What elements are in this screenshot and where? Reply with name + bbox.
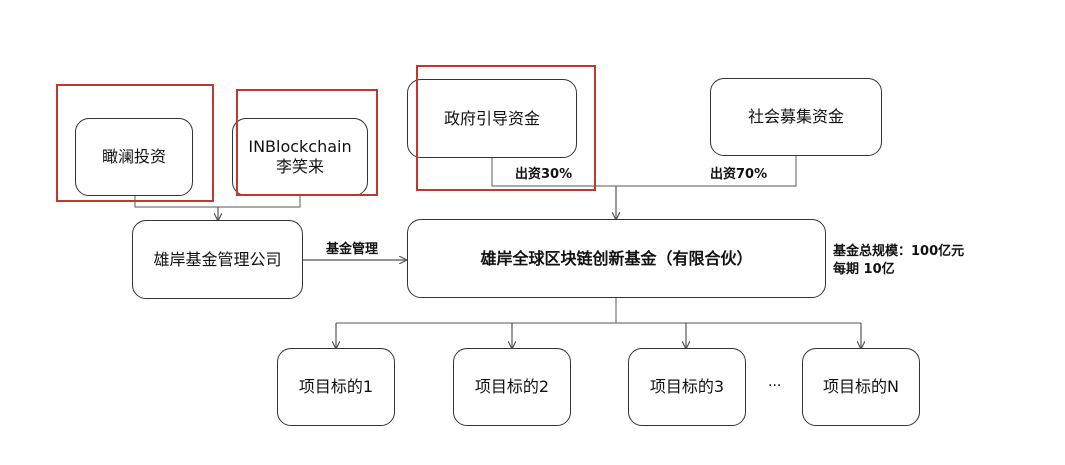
node-inblockchain-name: INBlockchain — [248, 137, 352, 156]
social-share-label: 出资70% — [710, 167, 768, 182]
node-project-2: 项目标的2 — [453, 348, 571, 426]
node-social-fund-label: 社会募集资金 — [747, 107, 844, 126]
node-main-fund-label: 雄岸全球区块链创新基金（有限合伙） — [480, 248, 753, 268]
connector-investors-to-mgmt — [134, 196, 301, 208]
fund-size-label: 基金总规模：100亿元 — [833, 244, 965, 259]
node-inblockchain: INBlockchain 李笑来 — [232, 118, 368, 196]
node-inblockchain-person: 李笑来 — [275, 157, 324, 176]
node-project-n: 项目标的N — [802, 348, 920, 426]
node-project-3: 项目标的3 — [628, 348, 746, 426]
node-gov-guided-fund: 政府引导资金 — [407, 79, 577, 158]
fund-management-label: 基金管理 — [326, 242, 379, 257]
node-gov-fund-label: 政府引导资金 — [443, 108, 540, 128]
node-social-fund: 社会募集资金 — [710, 78, 882, 156]
node-management-company: 雄岸基金管理公司 — [132, 220, 303, 299]
node-project-1: 项目标的1 — [277, 348, 395, 426]
node-kanlan-investment: 瞰澜投资 — [75, 118, 193, 196]
fund-size-info: 基金总规模：100亿元 每期 10亿 — [833, 243, 964, 278]
more-projects-ellipsis: ··· — [768, 378, 782, 394]
project-3-label: 项目标的3 — [649, 377, 725, 396]
node-main-fund: 雄岸全球区块链创新基金（有限合伙） — [407, 219, 826, 298]
project-1-label: 项目标的1 — [298, 377, 374, 396]
node-mgmt-label: 雄岸基金管理公司 — [153, 249, 282, 269]
gov-share-label: 出资30% — [515, 167, 573, 182]
project-2-label: 项目标的2 — [474, 377, 550, 396]
project-n-label: 项目标的N — [823, 377, 899, 396]
node-kanlan-label: 瞰澜投资 — [101, 147, 166, 166]
per-period-label: 每期 10亿 — [833, 261, 895, 277]
connector-funds-to-main — [491, 156, 797, 187]
